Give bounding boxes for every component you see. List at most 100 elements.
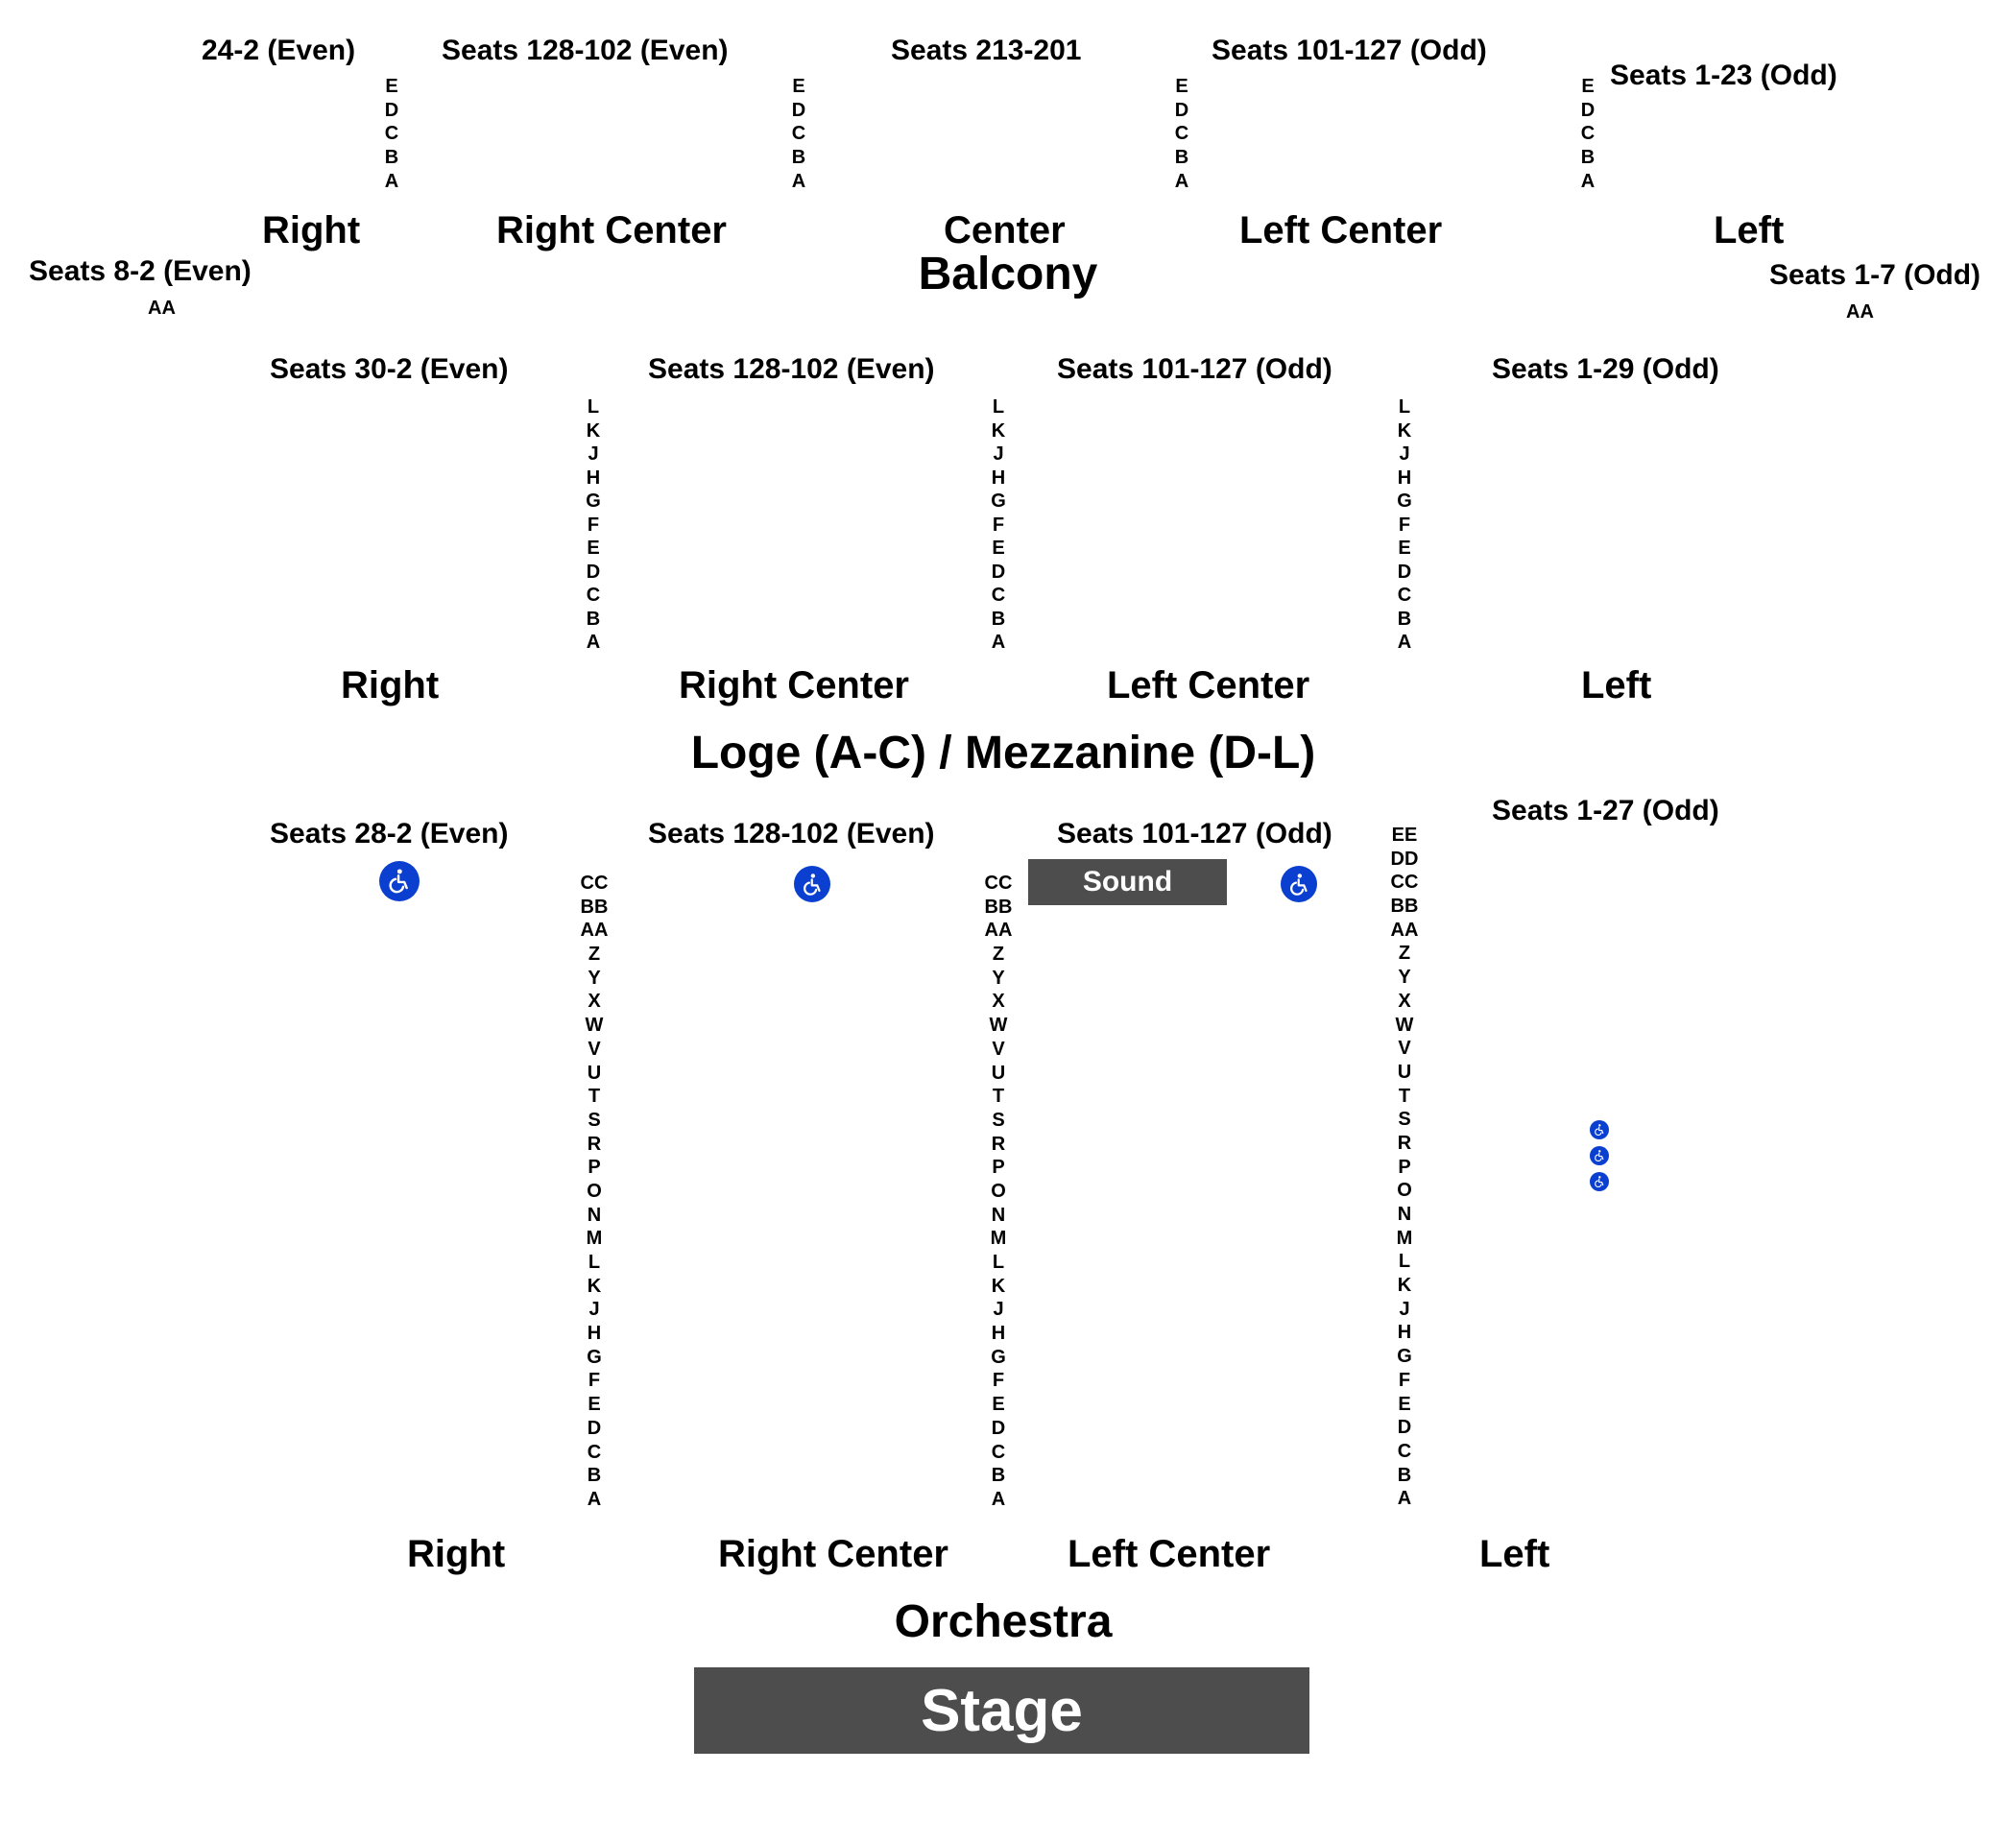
row-label: J — [588, 443, 599, 465]
row-label: C — [1174, 123, 1189, 145]
balcony-section-left: Left — [1714, 209, 1785, 251]
row-label: H — [1397, 1322, 1412, 1344]
row-label: E — [1398, 1393, 1411, 1415]
row-label: M — [1396, 1227, 1413, 1249]
orchestra-level-label: Orchestra — [894, 1596, 1113, 1647]
row-label: AA — [580, 920, 609, 942]
row-label: F — [588, 1370, 601, 1392]
row-label: X — [1398, 990, 1411, 1012]
row-label: A — [587, 1488, 602, 1510]
row-label: E — [992, 538, 1005, 559]
row-label: EE — [1391, 825, 1418, 846]
row-label: B — [991, 608, 1006, 630]
row-label: B — [791, 147, 806, 169]
row-label: C — [587, 1441, 602, 1463]
orchestra-right-center-seats: Seats 128-102 (Even) — [648, 818, 935, 850]
row-label: A — [991, 632, 1006, 653]
row-label: D — [586, 561, 601, 583]
balcony-left-seats: Seats 1-23 (Odd) — [1610, 60, 1837, 91]
row-label: X — [588, 991, 601, 1013]
wheelchair-icon — [1590, 1146, 1609, 1165]
row-label: E — [792, 76, 805, 97]
row-label: BB — [1390, 896, 1419, 918]
row-label: AA — [984, 920, 1013, 942]
row-label: H — [586, 467, 601, 489]
row-label: B — [384, 147, 399, 169]
row-label: CC — [1390, 872, 1419, 894]
row-label: D — [1580, 99, 1596, 121]
row-label: P — [992, 1157, 1005, 1179]
orchestra-left-seats: Seats 1-27 (Odd) — [1492, 795, 1719, 826]
row-label: V — [588, 1038, 601, 1060]
row-label: W — [989, 1015, 1008, 1037]
row-label: R — [587, 1133, 602, 1155]
row-label: L — [992, 1252, 1005, 1273]
row-label: V — [1398, 1038, 1411, 1060]
balcony-section-right-center: Right Center — [496, 209, 727, 251]
row-label: J — [1399, 443, 1410, 465]
row-label: B — [586, 608, 601, 630]
row-label: G — [1397, 1346, 1412, 1368]
row-label: F — [1398, 514, 1411, 536]
row-label: F — [992, 514, 1005, 536]
row-label: N — [991, 1204, 1006, 1226]
row-label: C — [991, 1441, 1006, 1463]
row-label: D — [1174, 99, 1189, 121]
row-label: D — [1397, 561, 1412, 583]
wheelchair-icon — [1590, 1172, 1609, 1191]
row-label: G — [1397, 491, 1412, 512]
mezzanine-right-center-seats: Seats 128-102 (Even) — [648, 353, 935, 385]
row-label: U — [587, 1062, 602, 1084]
row-label: F — [587, 514, 600, 536]
orchestra-section-right-center: Right Center — [718, 1533, 948, 1575]
balcony-section-right: Right — [262, 209, 361, 251]
row-label: L — [1398, 1251, 1411, 1273]
row-label: L — [992, 396, 1005, 418]
row-label: C — [384, 123, 399, 145]
row-label: E — [587, 538, 600, 559]
balcony-far-right-seats: Seats 8-2 (Even) — [29, 255, 252, 287]
wheelchair-icon — [379, 861, 420, 901]
row-label: D — [991, 561, 1006, 583]
mezzanine-right-seats: Seats 30-2 (Even) — [270, 353, 509, 385]
row-label: D — [1397, 1417, 1412, 1439]
row-label: Y — [992, 967, 1005, 989]
row-label: K — [991, 1275, 1006, 1297]
row-label: J — [993, 443, 1004, 465]
row-label: O — [991, 1180, 1006, 1202]
balcony-box-row-left: AA — [1846, 301, 1874, 323]
row-label: AA — [1390, 919, 1419, 941]
row-label: T — [1398, 1085, 1411, 1107]
row-label: H — [991, 467, 1006, 489]
row-label: D — [791, 99, 806, 121]
row-label: G — [991, 1346, 1006, 1368]
mezzanine-section-left-center: Left Center — [1107, 664, 1310, 706]
row-label: D — [384, 99, 399, 121]
mezzanine-level-label: Loge (A-C) / Mezzanine (D-L) — [690, 728, 1316, 778]
row-label: B — [1174, 147, 1189, 169]
row-label: J — [588, 1299, 600, 1321]
row-label: B — [1397, 1464, 1412, 1486]
balcony-left-center-seats: Seats 101-127 (Odd) — [1212, 35, 1487, 66]
orchestra-section-left-center: Left Center — [1068, 1533, 1271, 1575]
row-label: J — [1399, 1298, 1410, 1320]
row-label: A — [384, 170, 399, 192]
row-label: Z — [992, 944, 1005, 966]
row-label: F — [1398, 1369, 1411, 1391]
row-label: B — [1397, 608, 1412, 630]
row-label: S — [588, 1109, 601, 1131]
row-label: L — [587, 396, 600, 418]
wheelchair-icon — [794, 866, 830, 902]
row-label: C — [991, 585, 1006, 606]
row-label: CC — [984, 873, 1013, 894]
row-label: R — [1397, 1132, 1412, 1154]
row-label: K — [586, 419, 601, 442]
row-label: L — [588, 1252, 601, 1273]
row-label: F — [992, 1370, 1005, 1392]
